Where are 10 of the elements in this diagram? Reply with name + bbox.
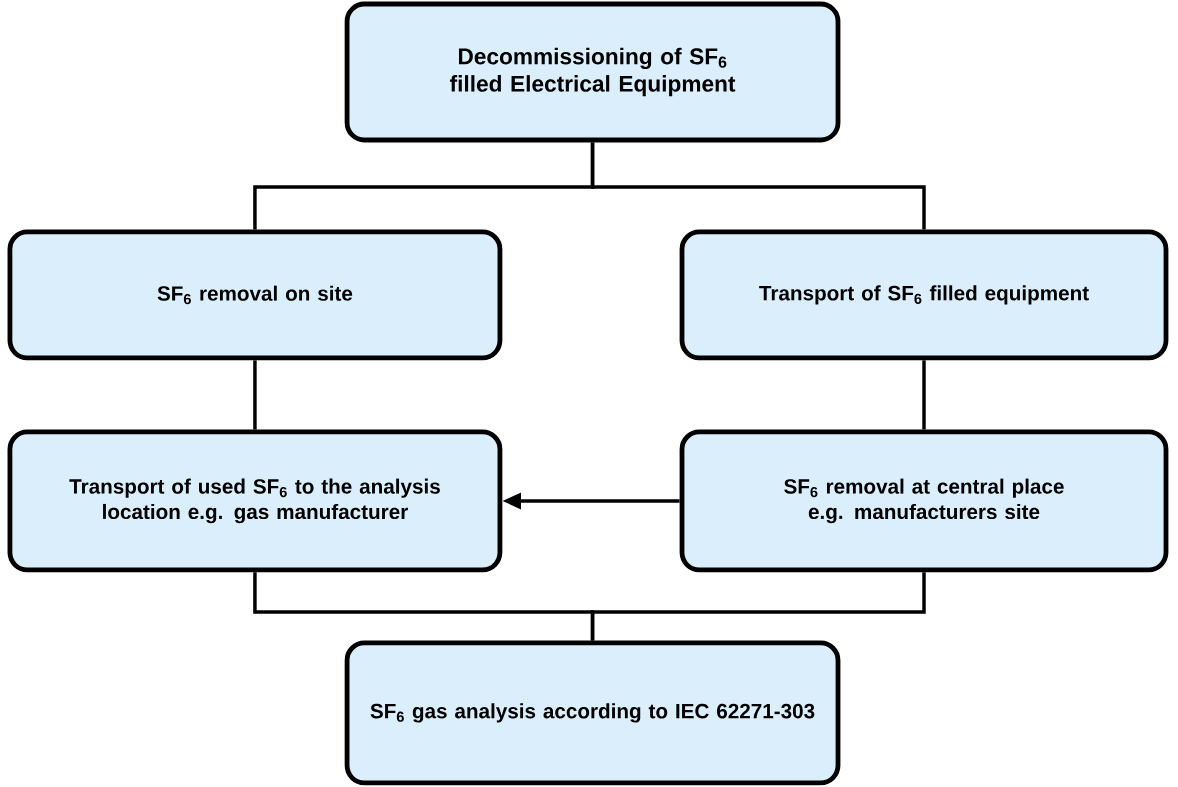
process-box: Transport of SF$_{6}$ filled equipment (679, 229, 1169, 361)
process-box: SF$_{6}$ removal on site (7, 229, 503, 361)
connector (922, 360, 926, 430)
process-box: Transport of used SF$_{6}$ to the analysis location e.g. gas manufacturer (7, 429, 503, 573)
connector (590, 572, 926, 641)
process-box: Decommissioning of SF$_{6}$ filled Electrical Equipment (344, 1, 841, 143)
connector (590, 142, 926, 230)
process-box: SF$_{6}$ gas analysis according to IEC 62271-303 (344, 640, 841, 786)
connector (253, 360, 257, 430)
process-box: SF$_{6}$ removal at central place e.g. manufacturers site (679, 429, 1169, 573)
